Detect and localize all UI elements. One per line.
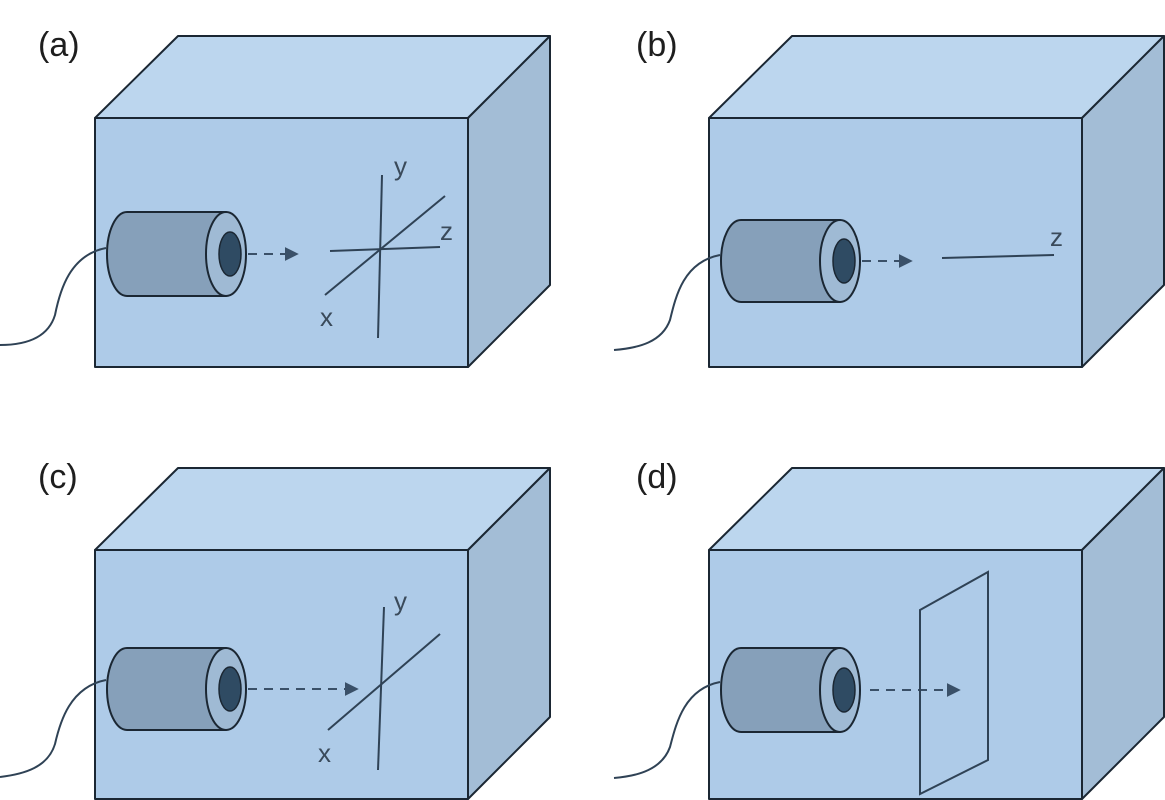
probe-cable: [0, 679, 107, 778]
probe-body: [720, 647, 841, 733]
axis-x-line: [327, 633, 441, 731]
panel-a: y z x (a): [0, 26, 551, 368]
panel-label: (c): [38, 458, 78, 496]
axis-z-line: [329, 246, 441, 252]
probe-cable: [0, 247, 107, 346]
axis-y-line: [377, 174, 383, 339]
probe-core: [218, 231, 242, 277]
box-3d: [94, 35, 551, 368]
axes-2d: y x: [318, 586, 441, 771]
probe-transducer: [720, 219, 861, 303]
axis-z-label: z: [440, 216, 453, 246]
probe-cable: [613, 681, 721, 779]
axis-z-label: z: [1050, 222, 1063, 252]
probe-transducer: [106, 647, 247, 731]
scan-plane: [919, 570, 989, 796]
axis-y-line: [377, 606, 385, 771]
axes-1d: z: [941, 222, 1063, 259]
panel-b: z (b): [613, 26, 1165, 368]
probe-transducer: [106, 211, 247, 297]
box-3d: [708, 467, 1165, 800]
box-3d: [94, 467, 551, 800]
box-front-face: [708, 117, 1083, 368]
panel-label: (b): [636, 26, 678, 64]
axis-z-line: [941, 254, 1055, 259]
axis-y-label: y: [394, 586, 407, 616]
probe-core: [832, 667, 856, 713]
probe-transducer: [720, 647, 861, 733]
panel-label: (a): [38, 26, 80, 64]
box-front-face: [94, 549, 469, 800]
axis-y-label: y: [394, 151, 407, 181]
probe-core: [218, 666, 242, 712]
probe-cable: [613, 254, 721, 351]
probe-body: [106, 647, 227, 731]
probe-core: [832, 238, 856, 284]
panel-d: (d): [613, 458, 1165, 800]
panel-label: (d): [636, 458, 678, 496]
axes-3d: y z x: [320, 151, 453, 339]
panel-c: y x (c): [0, 458, 551, 800]
axis-x-label: x: [320, 302, 333, 332]
probe-body: [720, 219, 841, 303]
box-3d: [708, 35, 1165, 368]
axis-x-line: [324, 195, 446, 296]
box-front-face: [94, 117, 469, 368]
axis-x-label: x: [318, 738, 331, 768]
probe-body: [106, 211, 227, 297]
